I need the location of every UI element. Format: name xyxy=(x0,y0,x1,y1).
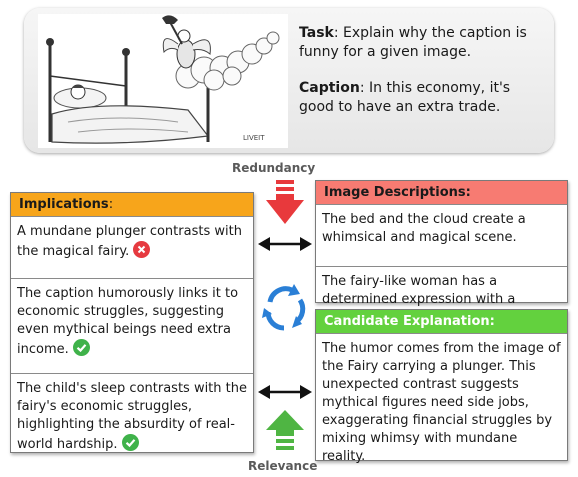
relevance-up-arrow xyxy=(266,410,304,450)
double-arrow-top xyxy=(258,237,312,251)
implications-header: Implications: xyxy=(11,193,253,217)
implication-item: A mundane plunger contrasts with the mag… xyxy=(11,217,253,279)
implication-item: The caption humorously links it to econo… xyxy=(11,279,253,374)
task-card: LIVEIT Task: Explain why the caption is … xyxy=(24,8,554,153)
cartoonist-signature: LIVEIT xyxy=(243,134,265,142)
caption-line: Caption: In this economy, it's good to h… xyxy=(299,80,511,115)
candidate-explanation-text: The humor comes from the image of the Fa… xyxy=(322,341,561,464)
cartoon-illustration: LIVEIT xyxy=(38,14,288,148)
image-descriptions-header: Image Descriptions: xyxy=(316,181,567,205)
cycle-icon xyxy=(262,284,306,331)
task-text-block: Task: Explain why the caption is funny f… xyxy=(299,24,549,134)
double-arrow-bottom xyxy=(258,385,312,399)
implications-box: Implications: A mundane plunger contrast… xyxy=(10,192,254,453)
wrong-x-icon xyxy=(133,241,151,258)
correct-check-icon xyxy=(121,434,139,451)
image-descriptions-box: Image Descriptions: The bed and the clou… xyxy=(315,180,568,325)
image-description-item: The bed and the cloud create a whimsical… xyxy=(316,205,567,267)
redundancy-down-arrow xyxy=(266,180,304,224)
correct-check-icon xyxy=(72,339,90,356)
task-line: Task: Explain why the caption is funny f… xyxy=(299,25,527,60)
candidate-explanation-box: Candidate Explanation: The humor comes f… xyxy=(315,309,568,464)
redundancy-label: Redundancy xyxy=(232,161,316,175)
relevance-label: Relevance xyxy=(248,459,318,473)
implication-item: The child's sleep contrasts with the fai… xyxy=(17,381,247,452)
candidate-explanation-header: Candidate Explanation: xyxy=(316,310,567,334)
